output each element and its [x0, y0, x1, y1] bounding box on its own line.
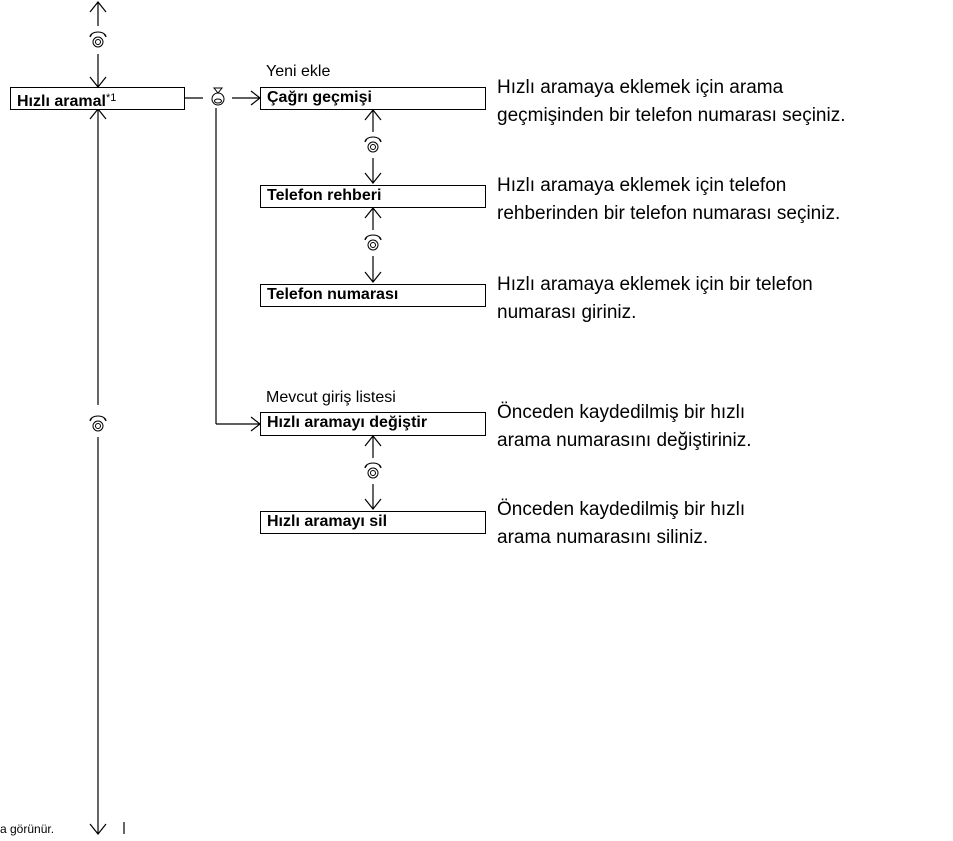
- rotary-knob-icon: [89, 31, 107, 48]
- rotary-knob-icon: [364, 136, 382, 153]
- group-heading-yeni-ekle: Yeni ekle: [266, 63, 331, 80]
- description-hizli-aramayi-degistir: Önceden kaydedilmiş bir hızlı arama numa…: [497, 402, 752, 451]
- group-heading-mevcut-giris-listesi: Mevcut giriş listesi: [266, 389, 396, 406]
- push-knob-icon: [211, 87, 225, 106]
- footnote-text: a görünür.: [0, 822, 55, 836]
- menu-item-cagri-gecmisi[interactable]: Çağrı geçmişi: [260, 87, 486, 110]
- description-telefon-numarasi: Hızlı aramaya eklemek için bir telefon n…: [497, 274, 813, 323]
- description-telefon-rehberi: Hızlı aramaya eklemek için telefon rehbe…: [497, 175, 841, 224]
- description-hizli-aramayi-sil: Önceden kaydedilmiş bir hızlı arama numa…: [497, 499, 746, 548]
- rotary-knob-icon: [89, 415, 107, 432]
- description-cagri-gecmisi: Hızlı aramaya eklemek için arama geçmişi…: [497, 77, 846, 126]
- rotary-knob-icon: [364, 462, 382, 479]
- menu-root-label: Hızlı aramal: [17, 93, 106, 110]
- menu-item-hizli-aramayi-degistir[interactable]: Hızlı aramayı değiştir: [260, 412, 486, 436]
- menu-item-telefon-rehberi[interactable]: Telefon rehberi: [260, 185, 486, 208]
- menu-item-hizli-aramayi-sil[interactable]: Hızlı aramayı sil: [260, 511, 486, 534]
- menu-item-telefon-numarasi[interactable]: Telefon numarası: [260, 284, 486, 307]
- rotary-knob-icon: [364, 234, 382, 251]
- menu-root-hizli-aramal[interactable]: Hızlı aramal*1: [10, 87, 185, 110]
- footnote-mark: *1: [105, 92, 117, 104]
